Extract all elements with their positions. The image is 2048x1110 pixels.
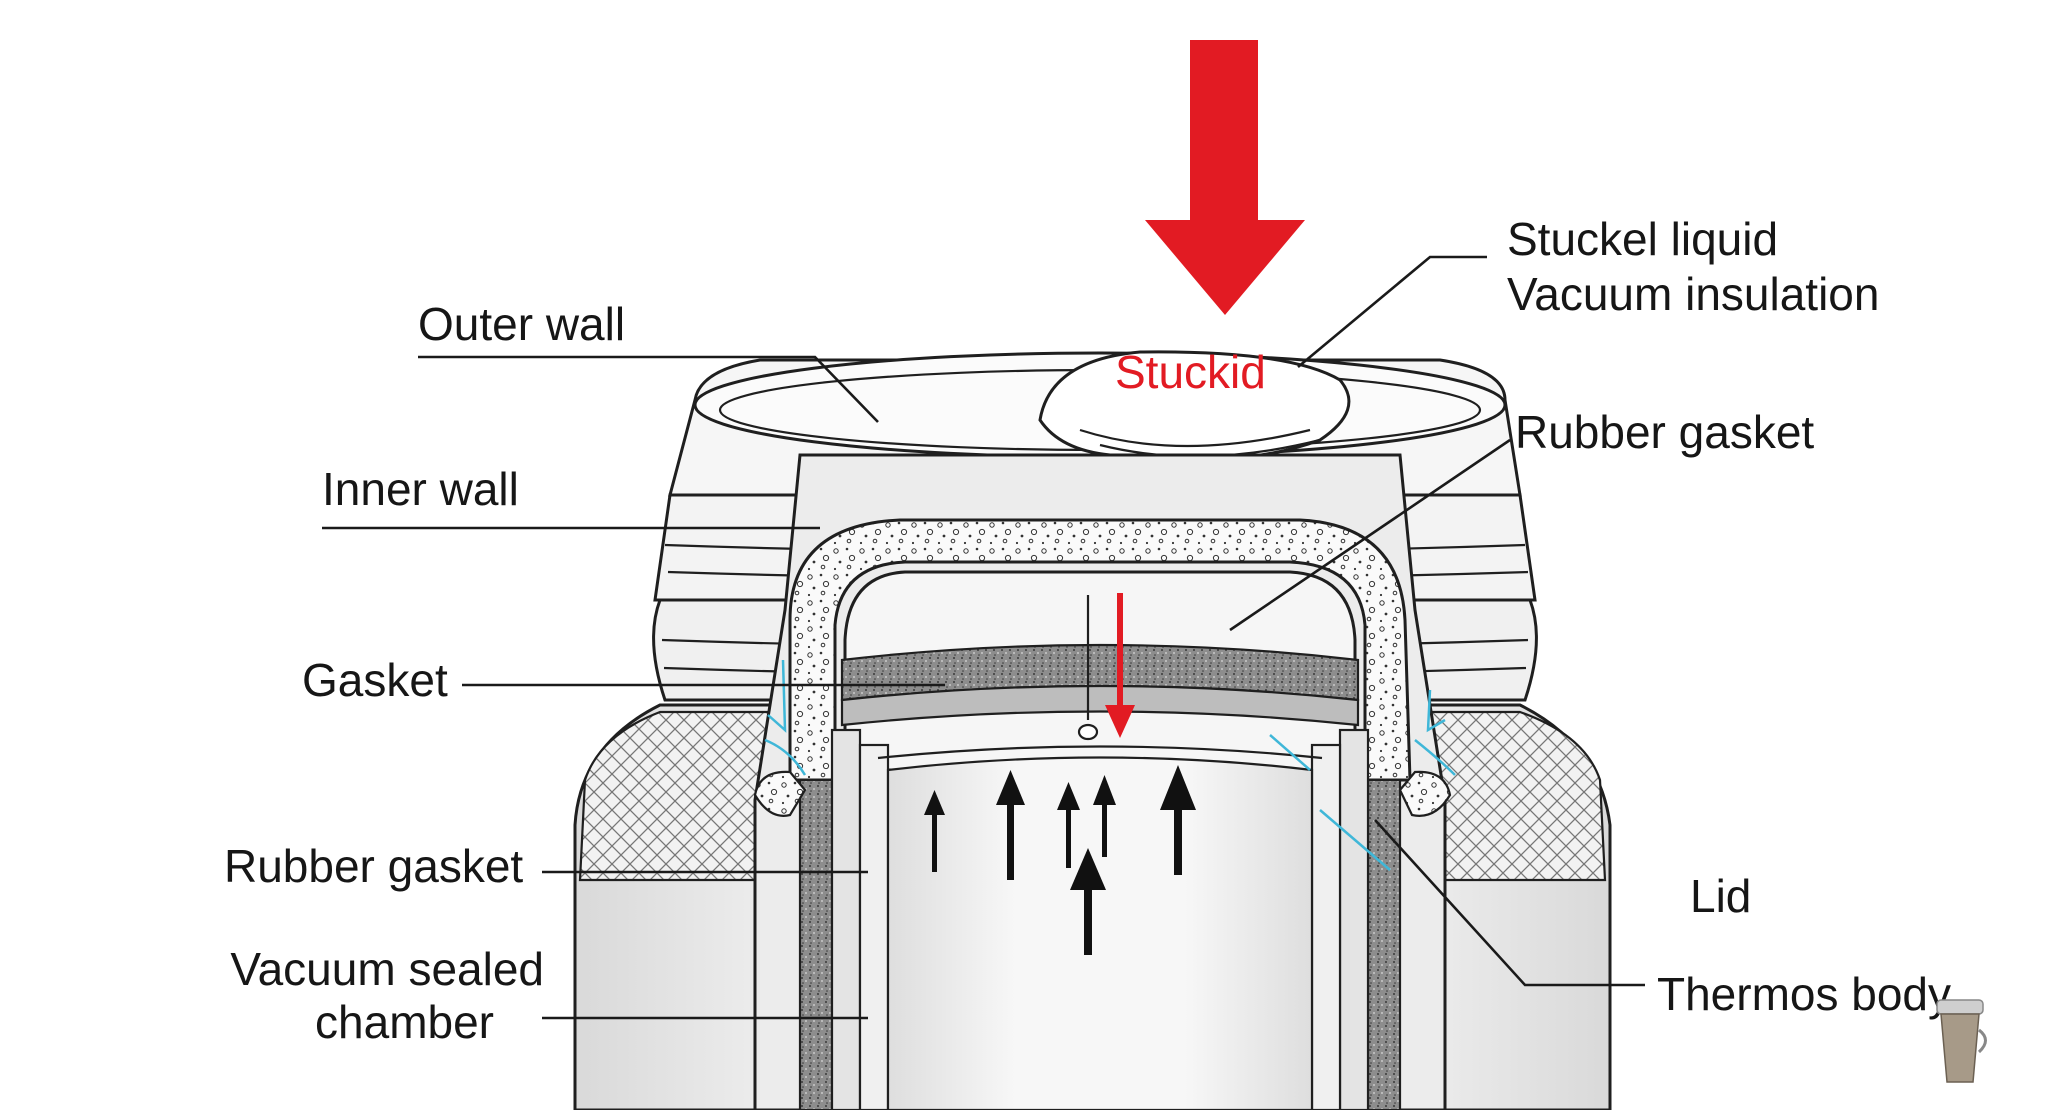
- label-stuckel-line1: Stuckel liquid: [1507, 213, 1778, 265]
- label-thermos-body: Thermos body: [1657, 968, 1951, 1020]
- probe-line: [1077, 595, 1099, 741]
- label-vacuum-line2: chamber: [315, 996, 494, 1048]
- small-down-arrow-icon: [1105, 593, 1135, 738]
- up-arrow-icon: [1093, 775, 1116, 857]
- leader-lines: [322, 255, 1645, 1020]
- up-arrow-icon: [1057, 782, 1080, 868]
- cutaway-section: [753, 453, 1452, 1110]
- label-gasket: Gasket: [302, 654, 448, 706]
- up-arrow-icon: [1160, 765, 1196, 875]
- label-stuckel-line2: Vacuum insulation: [1507, 268, 1879, 320]
- up-arrow-icon: [996, 770, 1025, 880]
- pressure-arrows: [924, 765, 1196, 955]
- label-inner-wall: Inner wall: [322, 463, 519, 515]
- label-vacuum-line1: Vacuum sealed: [230, 943, 544, 995]
- down-arrow-icon: [1145, 40, 1305, 315]
- tumbler-icon: [1936, 999, 1987, 1083]
- label-rubber-gasket-left: Rubber gasket: [224, 840, 523, 892]
- up-arrow-icon: [1070, 848, 1106, 955]
- up-arrow-icon: [924, 790, 945, 872]
- label-stuckid: Stuckid: [1115, 346, 1266, 398]
- label-lid: Lid: [1690, 870, 1751, 922]
- condensation-lines: [764, 659, 1456, 871]
- label-outer-wall: Outer wall: [418, 298, 625, 350]
- label-rubber-gasket-right: Rubber gasket: [1515, 406, 1814, 458]
